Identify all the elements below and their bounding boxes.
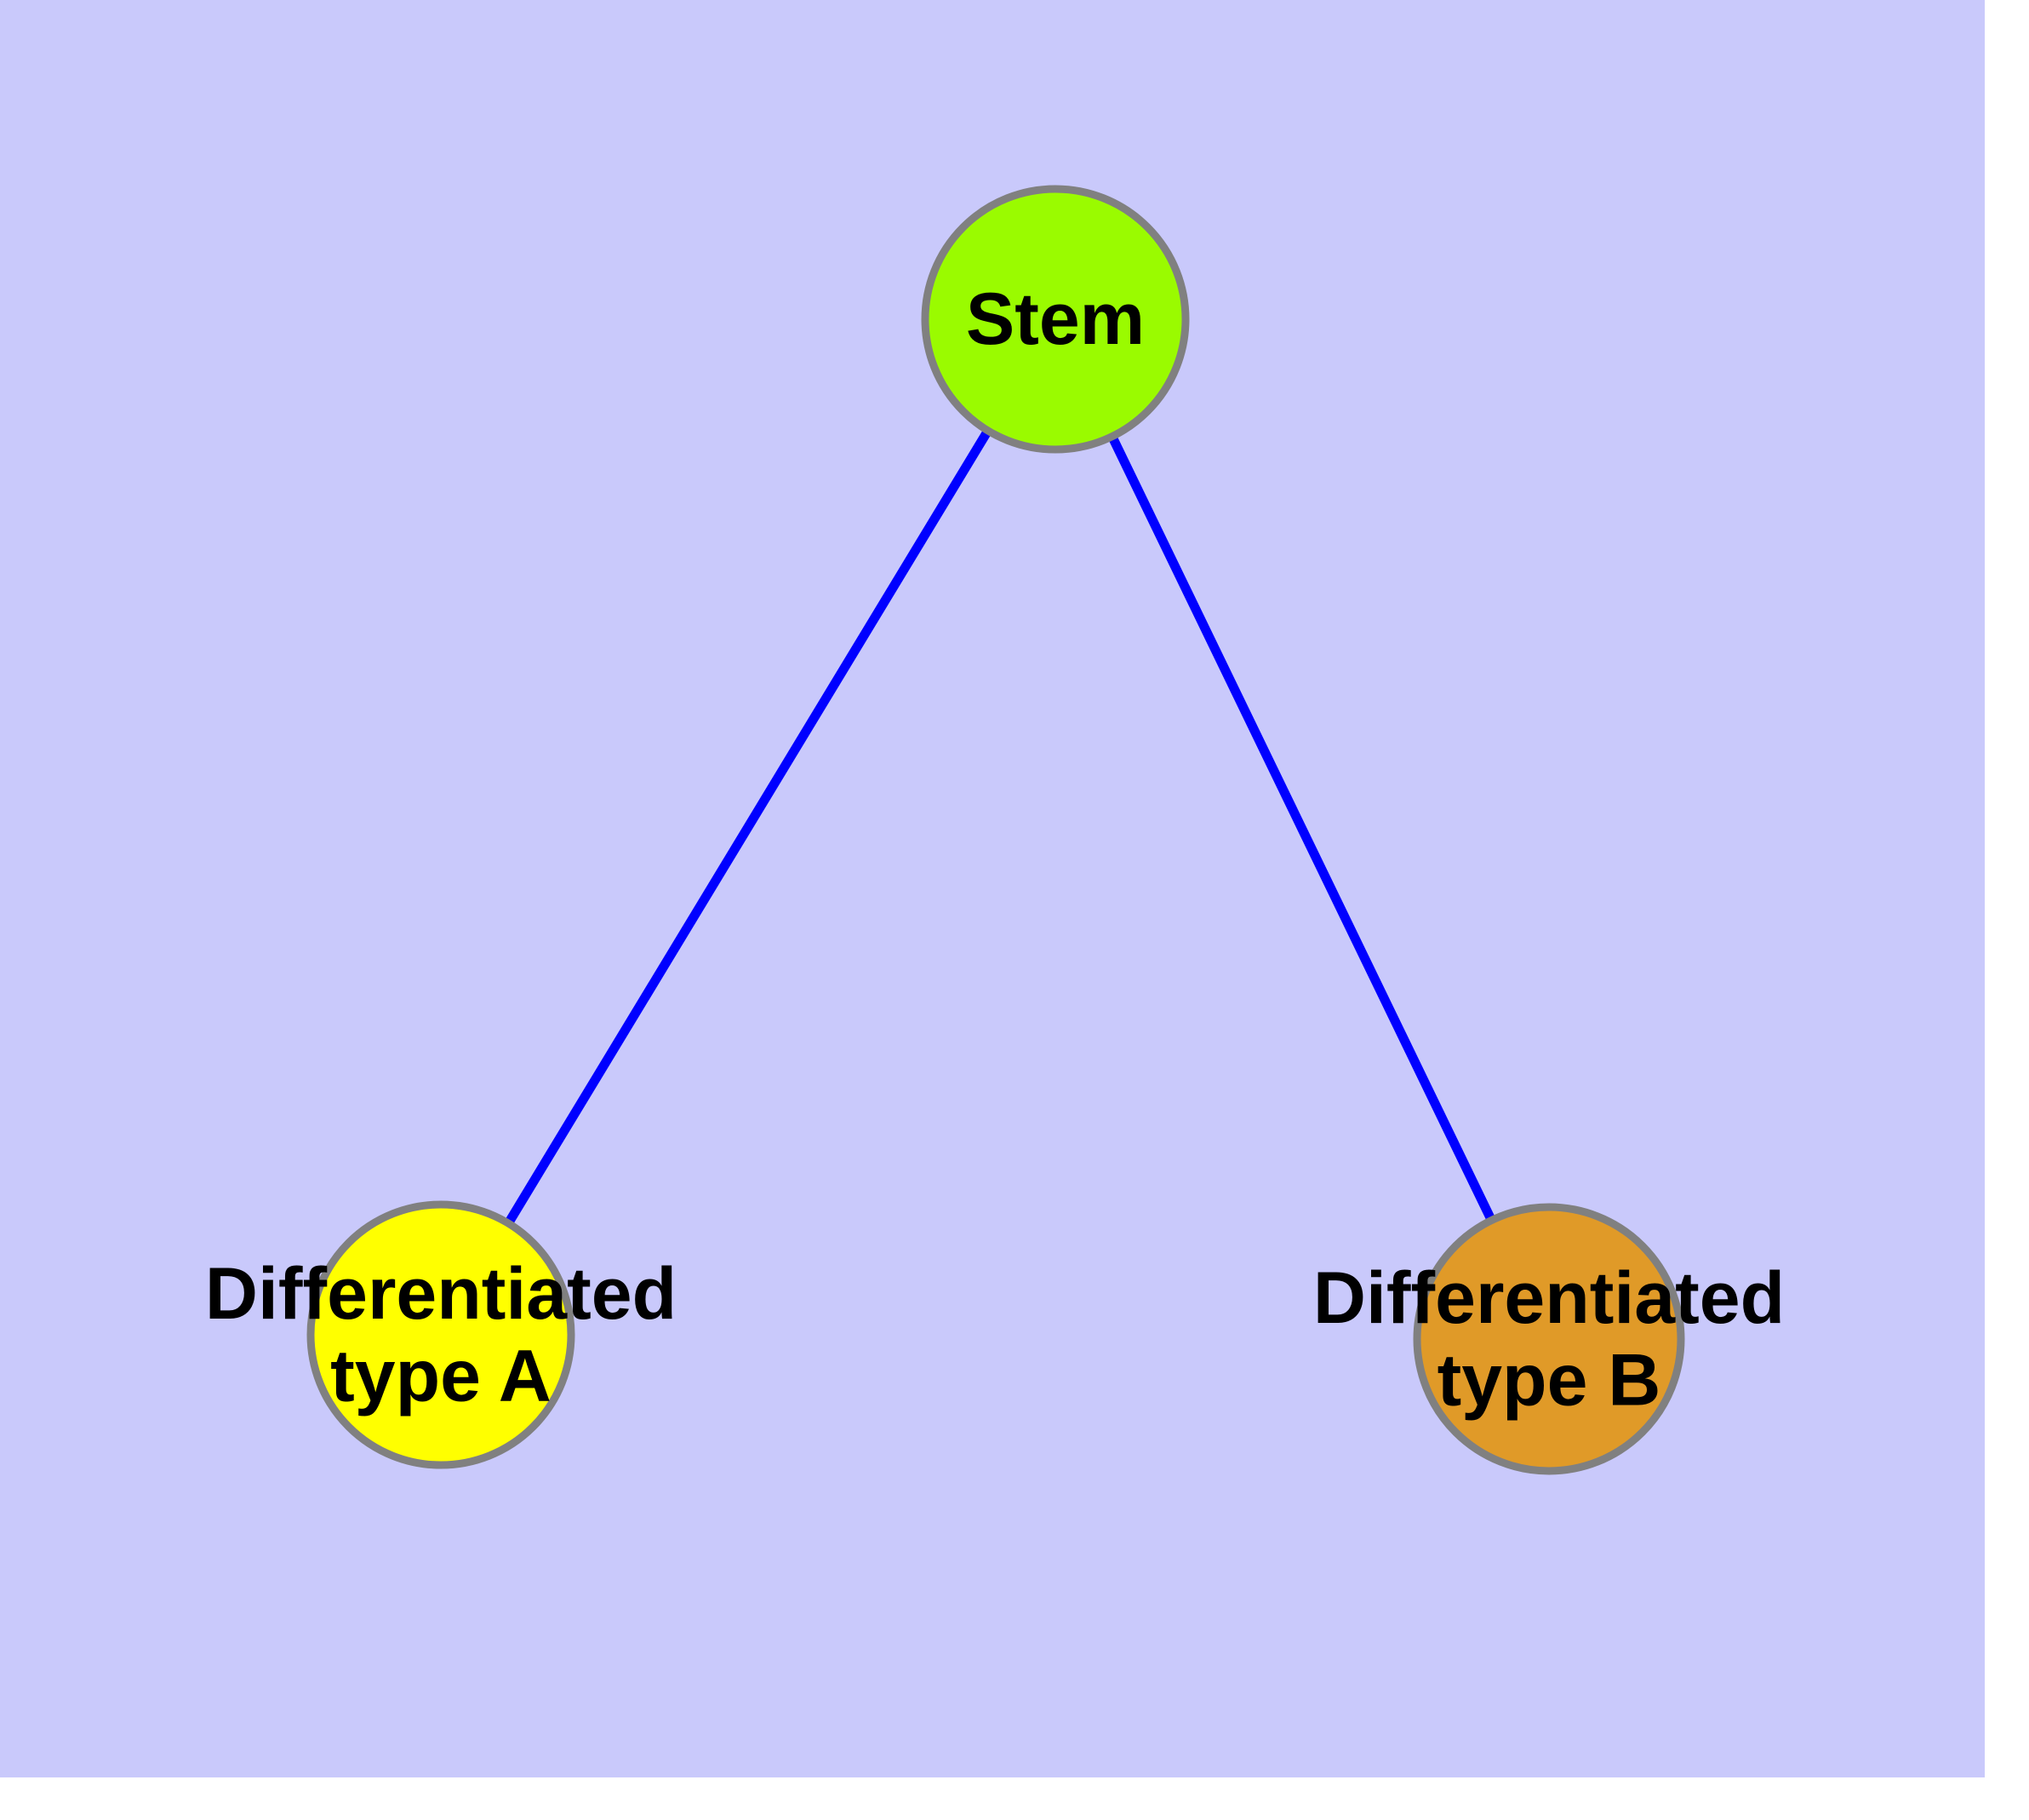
graph-node-diff_a[interactable]	[306, 1200, 575, 1469]
edge-layer	[437, 317, 1553, 1342]
node-label-line: Stem	[966, 278, 1145, 360]
graph-node-diff_b[interactable]	[1413, 1203, 1685, 1475]
graph-edge-stem-diff_a[interactable]	[437, 317, 1060, 1337]
node-layer	[306, 185, 1685, 1475]
node-label-line: type B	[1437, 1339, 1661, 1421]
node-label-line: Differentiated	[1313, 1257, 1785, 1339]
node-circle-stem[interactable]	[921, 185, 1190, 454]
graph-node-stem[interactable]	[921, 185, 1190, 454]
node-label-stem: Stem	[966, 278, 1145, 360]
graph-edge-stem-diff_b[interactable]	[1051, 317, 1553, 1342]
node-circle-diff_b[interactable]	[1413, 1203, 1685, 1475]
node-circle-diff_a[interactable]	[306, 1200, 575, 1469]
node-label-line: Differentiated	[205, 1253, 677, 1335]
node-label-line: type A	[330, 1335, 552, 1417]
